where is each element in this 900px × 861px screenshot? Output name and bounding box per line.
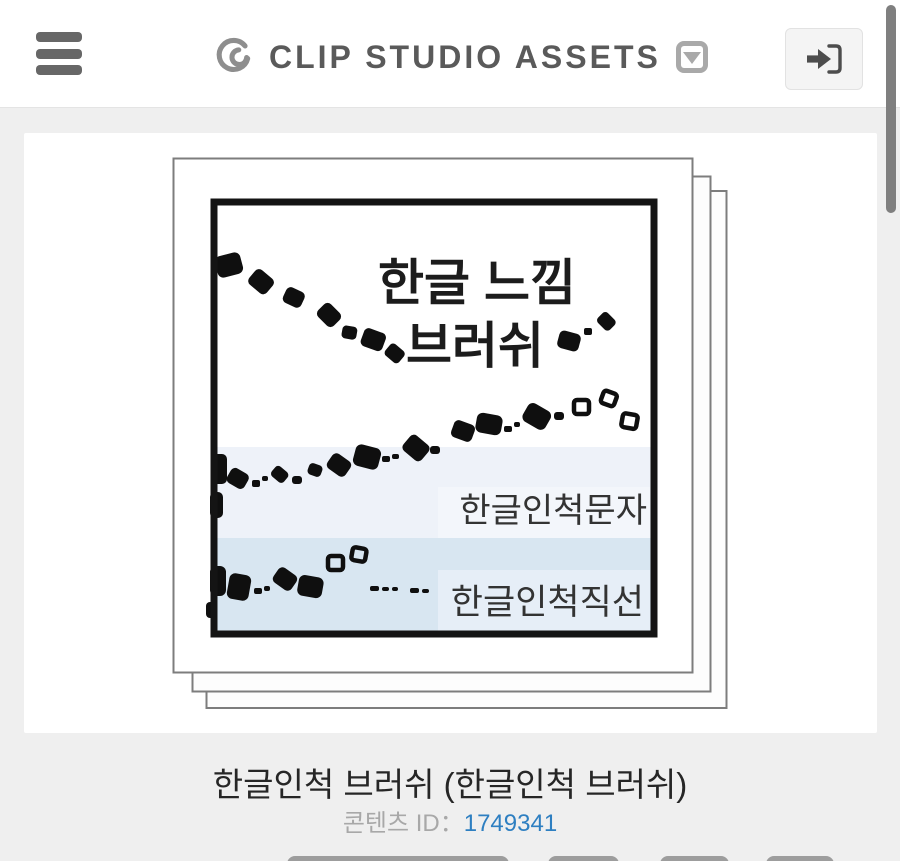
preview-frame — [210, 198, 658, 638]
content-id-link[interactable]: 1749341 — [463, 810, 558, 837]
hamburger-icon — [36, 48, 82, 59]
asset-title: 한글인척 브러쉬 (한글인척 브러쉬) — [212, 766, 688, 803]
login-arrow-icon — [807, 44, 842, 74]
preview-caption-text-brush: 한글인척문자 — [459, 492, 647, 530]
content-id-line: 콘텐츠 ID：1749341 — [0, 803, 900, 838]
partial-button-1[interactable] — [287, 856, 509, 861]
preview-title-line1: 한글 느낌 — [378, 255, 576, 311]
brush-marks — [206, 252, 640, 618]
caption-box-line — [438, 570, 650, 631]
partial-button-3[interactable] — [660, 856, 729, 861]
partial-button-4[interactable] — [766, 856, 834, 861]
partial-button-2[interactable] — [548, 856, 619, 861]
menu-button[interactable] — [36, 32, 82, 75]
clip-studio-logo-icon — [216, 37, 251, 72]
preview-title-line2: 브러쉬 — [406, 318, 544, 374]
login-button[interactable] — [785, 28, 863, 90]
hamburger-icon — [36, 32, 82, 42]
caption-box-text — [438, 487, 650, 538]
scrollbar-thumb[interactable] — [886, 5, 896, 213]
site-dropdown-button[interactable] — [675, 41, 708, 73]
brand-logo-link[interactable]: CLIP STUDIO ASSETS — [212, 36, 708, 78]
triangle-down-icon — [682, 52, 701, 64]
app-title: CLIP STUDIO ASSETS — [269, 38, 661, 75]
app-header: CLIP STUDIO ASSETS — [0, 0, 900, 108]
hamburger-icon — [36, 65, 82, 75]
preview-caption-line-brush: 한글인척직선 — [451, 583, 644, 622]
asset-preview-image[interactable]: 한글 느낌 브러쉬 한글인척문자 한글인척직선 — [170, 150, 730, 710]
content-id-label: 콘텐츠 ID： — [342, 810, 464, 837]
